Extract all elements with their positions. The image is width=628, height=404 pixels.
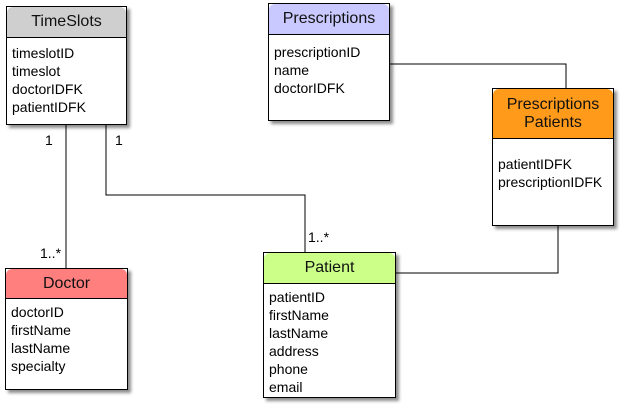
field: specialty (11, 358, 66, 374)
entity-header: Prescriptions Patients (493, 89, 613, 139)
entity-prescriptions-patients[interactable]: Prescriptions Patients patientIDFK presc… (492, 88, 614, 226)
connector-timeslots-patient (105, 125, 306, 252)
field: lastName (269, 325, 329, 341)
entity-title: Doctor (42, 274, 91, 292)
field: email (269, 379, 303, 395)
field: patientID (269, 289, 326, 305)
field: firstName (11, 322, 71, 338)
multiplicity-doctor: 1..* (40, 245, 62, 261)
entity-doctor[interactable]: Doctor doctorID firstName lastName speci… (5, 268, 128, 390)
field: phone (269, 361, 308, 377)
field: prescriptionIDFK (498, 174, 603, 190)
multiplicity-timeslots-patient: 1 (115, 132, 123, 148)
field: doctorIDFK (274, 80, 345, 96)
connector-link-patient (396, 226, 559, 274)
entity-prescriptions[interactable]: Prescriptions prescriptionID name doctor… (268, 3, 390, 121)
field: lastName (11, 340, 71, 356)
field: doctorID (11, 304, 64, 320)
entity-header: TimeSlots (7, 7, 126, 38)
entity-patient[interactable]: Patient patientID firstName lastName add… (263, 252, 396, 398)
entity-header: Prescriptions (269, 4, 389, 35)
entity-header: Patient (264, 253, 395, 284)
field: patientIDFK (498, 156, 572, 172)
multiplicity-timeslots-doctor: 1 (45, 132, 53, 148)
entity-header: Doctor (6, 269, 127, 299)
entity-title: Patient (304, 259, 355, 276)
entity-title-line2: Patients (524, 113, 582, 131)
field: timeslot (12, 63, 61, 79)
field: patientIDFK (12, 99, 86, 115)
entity-timeslots[interactable]: TimeSlots timeslotID timeslot doctorIDFK… (6, 6, 127, 125)
multiplicity-patient: 1..* (308, 229, 330, 245)
field: prescriptionID (274, 44, 361, 60)
field: timeslotID (12, 45, 75, 61)
field: firstName (269, 307, 329, 323)
entity-title: Prescriptions (282, 10, 376, 27)
field: address (269, 343, 319, 359)
field: name (274, 62, 310, 78)
entity-title-line1: Prescriptions (506, 95, 600, 113)
field: doctorIDFK (12, 81, 83, 97)
entity-title: TimeSlots (31, 13, 102, 30)
connector-prescriptions-link (390, 63, 567, 88)
